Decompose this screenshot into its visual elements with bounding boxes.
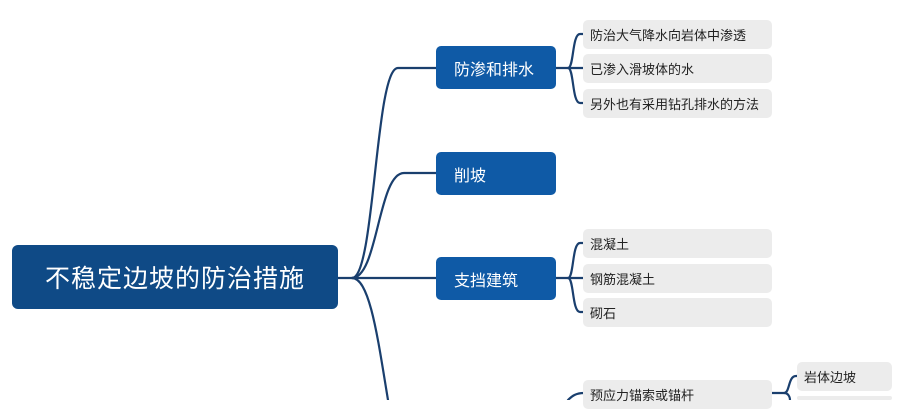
leaf-label: 已渗入滑坡体的水 [590,63,695,78]
leaf-label: 混凝土 [590,238,630,253]
link-branch-3-leaf-1 [554,241,586,280]
branch-node-drainage[interactable]: 防渗和排水 [436,46,556,89]
branch-node-retaining[interactable]: 支挡建筑 [436,257,556,300]
leaf-node[interactable]: 已渗入滑坡体的水 [583,54,772,83]
link-root-branch-2 [350,171,438,280]
leaf-node[interactable]: 钢筋混凝土 [583,264,772,293]
leaf-label: 防治大气降水向岩体中渗透 [590,29,747,44]
subleaf-node[interactable]: 岩体边坡 [797,362,892,391]
leaf-label: 预应力锚索或锚杆 [590,389,695,404]
link-branch-3-leaf-3 [566,276,586,314]
subleaf-label: 岩体边坡 [804,371,857,386]
link-branch-4-leaf-1 [566,391,586,400]
root-node[interactable]: 不稳定边坡的防治措施 [12,245,338,309]
link-branch-1-leaf-3 [566,66,586,105]
leaf-node[interactable]: 另外也有采用钻孔排水的方法 [583,89,772,118]
branch-label: 削坡 [454,165,487,185]
leaf-label: 另外也有采用钻孔排水的方法 [590,98,760,113]
leaf-node[interactable]: 砌石 [583,298,772,327]
connector-lines [336,32,802,400]
leaf-node[interactable]: 预应力锚索或锚杆 [583,380,772,409]
leaf-label: 砌石 [590,307,617,322]
link-branch-1-leaf-1 [554,32,586,70]
link-leaf-subleaf-2 [782,391,792,400]
leaf-node[interactable]: 防治大气降水向岩体中渗透 [583,20,772,49]
link-root-branch-1 [336,66,438,280]
leaf-label: 钢筋混凝土 [590,273,656,288]
link-leaf-subleaf-1 [770,374,802,395]
root-label: 不稳定边坡的防治措施 [44,264,305,293]
subleaf-node-partial[interactable] [797,396,892,400]
link-root-branch-4 [350,276,390,400]
branch-label: 支挡建筑 [454,270,519,290]
branch-node-slope-cutting[interactable]: 削坡 [436,152,556,195]
leaf-node[interactable]: 混凝土 [583,229,772,258]
branch-label: 防渗和排水 [454,59,535,79]
